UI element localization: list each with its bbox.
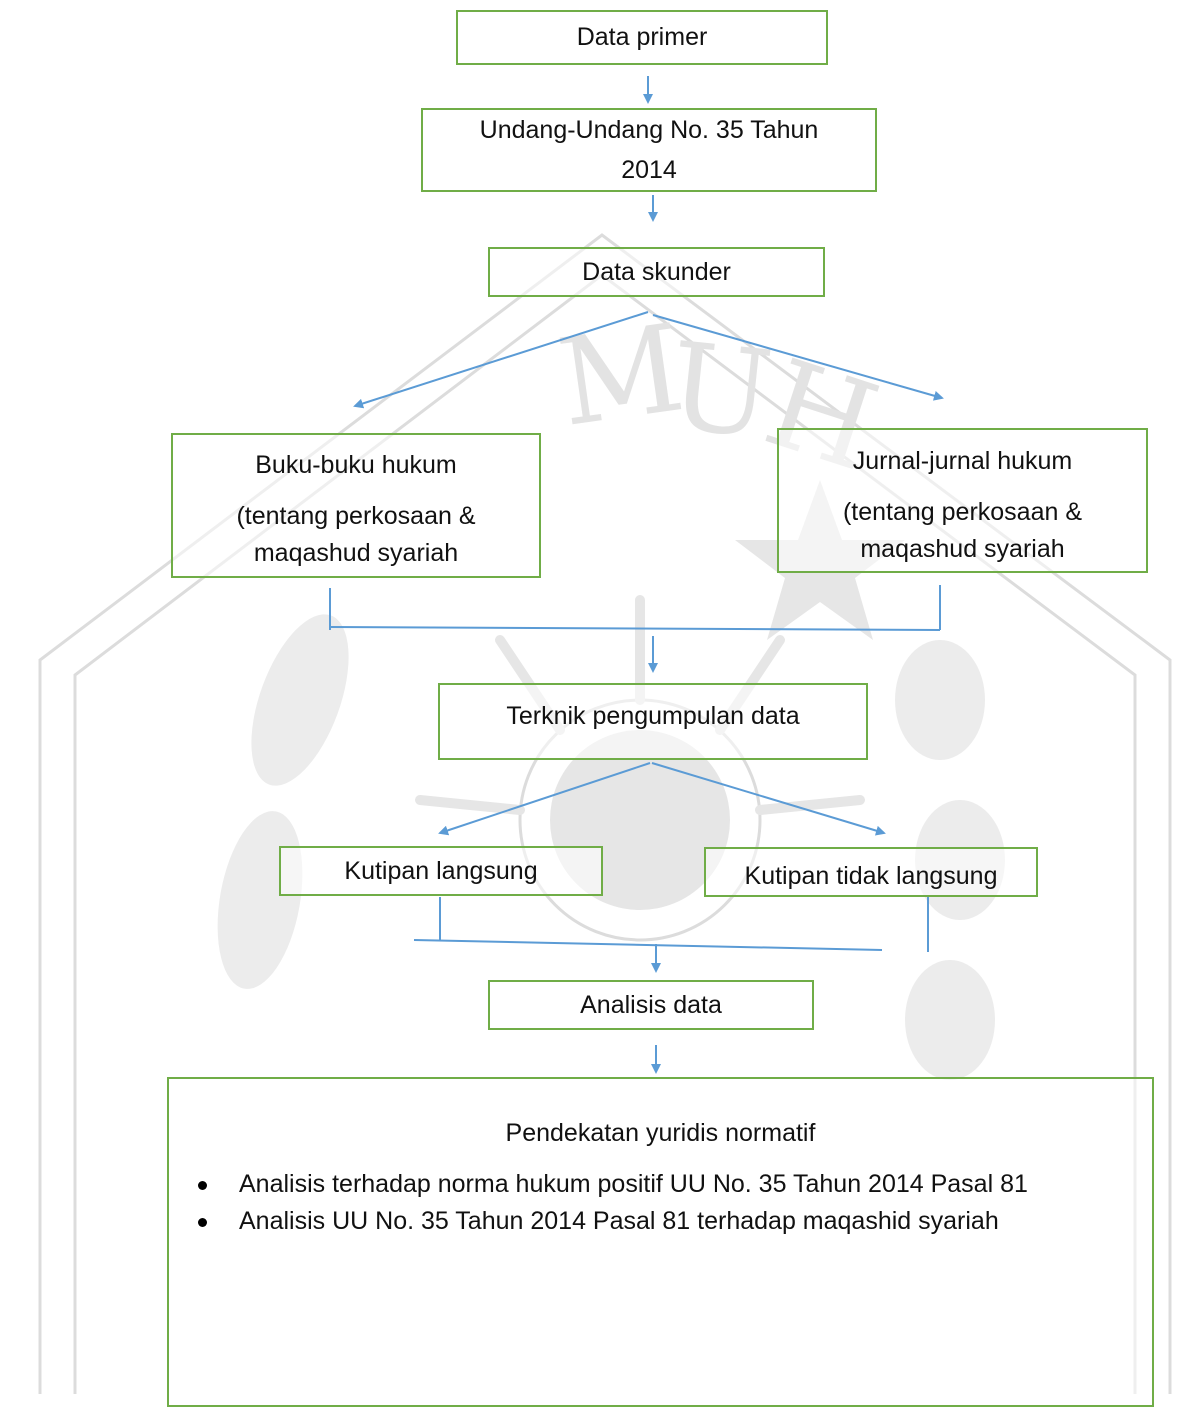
seal-outer-pentagon xyxy=(38,233,1172,1394)
node-jurnal-line-2: (tentang perkosaan & xyxy=(842,498,1083,526)
node-analisis-label: Analisis data xyxy=(580,990,722,1019)
pendekatan-bullet-1-text: Analisis terhadap norma hukum positif UU… xyxy=(239,1170,1028,1198)
node-data-skunder: Data skunder xyxy=(488,247,825,297)
node-teknik-pengumpulan-data: Terknik pengumpulan data xyxy=(438,683,868,760)
node-buku-line-1: Buku-buku hukum xyxy=(255,451,457,479)
bullet-icon xyxy=(198,1218,207,1227)
seal-letter-m: M xyxy=(551,299,692,454)
node-undang-undang-line-1: Undang-Undang No. 35 Tahun xyxy=(479,116,819,144)
line-merge-top xyxy=(329,626,941,631)
node-jurnal-line-3: maqashud syariah xyxy=(860,535,1065,563)
arrow-skunder-to-buku xyxy=(353,311,649,409)
node-kutipan-tidak-langsung: Kutipan tidak langsung xyxy=(704,847,1038,897)
arrow-teknik-to-kutipan-tidak xyxy=(651,762,886,836)
pendekatan-bullet-list: Analisis terhadap norma hukum positif UU… xyxy=(169,1166,1152,1240)
node-kutipan-tidak-label: Kutipan tidak langsung xyxy=(744,861,998,890)
pendekatan-bullet-item: Analisis terhadap norma hukum positif UU… xyxy=(169,1166,1152,1203)
pendekatan-bullet-item: Analisis UU No. 35 Tahun 2014 Pasal 81 t… xyxy=(169,1203,1152,1240)
node-buku-line-3: maqashud syariah xyxy=(253,539,459,567)
node-buku-line-2: (tentang perkosaan & xyxy=(236,502,476,530)
node-buku-buku-hukum: Buku-buku hukum (tentang perkosaan & maq… xyxy=(171,433,541,578)
seal-leaf xyxy=(905,960,995,1080)
node-undang-undang-line-2: 2014 xyxy=(621,156,677,184)
line-merge-bottom xyxy=(413,939,883,951)
node-jurnal-jurnal-hukum: Jurnal-jurnal hukum (tentang perkosaan &… xyxy=(777,428,1148,573)
seal-leaf xyxy=(251,614,349,786)
seal-ray xyxy=(755,795,865,815)
seal-leaf xyxy=(895,640,985,760)
node-analisis-data: Analisis data xyxy=(488,980,814,1030)
seal-ray xyxy=(415,795,525,815)
bullet-icon xyxy=(198,1181,207,1190)
seal-letter-u: U xyxy=(663,317,778,466)
node-data-primer: Data primer xyxy=(456,10,828,65)
pendekatan-title: Pendekatan yuridis normatif xyxy=(505,1119,816,1147)
node-teknik-label: Terknik pengumpulan data xyxy=(506,702,800,730)
node-data-primer-label: Data primer xyxy=(576,23,708,51)
node-undang-undang: Undang-Undang No. 35 Tahun 2014 xyxy=(421,108,877,192)
pendekatan-bullet-2-text: Analisis UU No. 35 Tahun 2014 Pasal 81 t… xyxy=(239,1207,999,1235)
node-pendekatan-yuridis-normatif: Pendekatan yuridis normatif Analisis ter… xyxy=(167,1077,1154,1407)
node-kutipan-langsung: Kutipan langsung xyxy=(279,846,603,896)
arrow-skunder-to-jurnal xyxy=(652,314,944,401)
node-kutipan-langsung-label: Kutipan langsung xyxy=(344,856,538,885)
arrow-teknik-to-kutipan-langsung xyxy=(438,762,651,836)
node-data-skunder-label: Data skunder xyxy=(582,257,731,286)
node-jurnal-line-1: Jurnal-jurnal hukum xyxy=(852,447,1073,475)
